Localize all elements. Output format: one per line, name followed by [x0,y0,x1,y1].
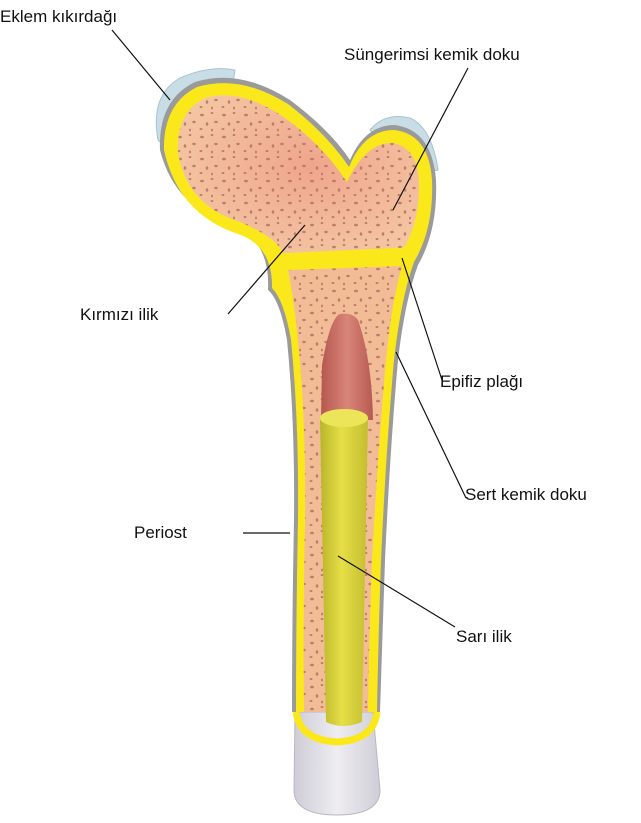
leader-articular-cartilage [112,30,170,100]
label-epiphyseal-plate: Epifiz plağı [440,372,523,391]
leader-epiphyseal-plate [402,258,442,380]
label-yellow-marrow: Sarı ilik [456,627,512,646]
label-periosteum: Periost [134,523,187,542]
label-compact-bone: Sert kemik doku [465,485,587,504]
yellow-marrow-top [320,409,368,427]
epiphyseal-plate [276,252,408,258]
label-articular-cartilage: Eklem kıkırdağı [0,7,117,26]
label-spongy-bone: Süngerimsi kemik doku [344,45,520,64]
yellow-marrow [320,418,368,726]
label-red-marrow: Kırmızı ilik [80,305,159,324]
